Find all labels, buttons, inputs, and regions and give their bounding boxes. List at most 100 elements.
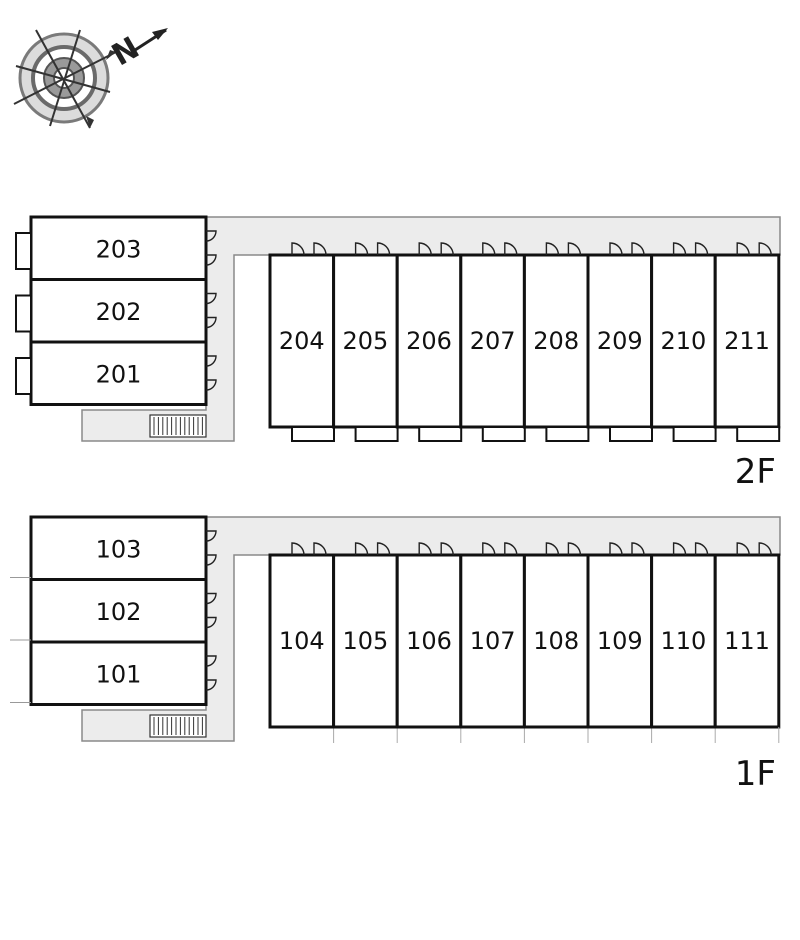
door-icon bbox=[545, 242, 560, 256]
balcony bbox=[418, 426, 463, 442]
stair-outline bbox=[149, 714, 207, 738]
unit-label-204: 204 bbox=[279, 327, 325, 355]
door-icon bbox=[482, 542, 496, 556]
door-icon bbox=[567, 242, 582, 256]
unit-label-111: 111 bbox=[724, 627, 770, 655]
door-icon bbox=[205, 679, 217, 691]
unit-label-209: 209 bbox=[597, 327, 643, 355]
door-icon bbox=[205, 592, 217, 605]
unit-label-211: 211 bbox=[724, 327, 770, 355]
unit-label-205: 205 bbox=[342, 327, 388, 355]
balcony bbox=[736, 426, 781, 442]
door-icon bbox=[482, 242, 496, 256]
staircase bbox=[149, 714, 207, 738]
door-icon bbox=[205, 254, 217, 266]
unit-210 bbox=[650, 253, 717, 429]
balcony bbox=[15, 294, 32, 333]
balcony bbox=[672, 426, 717, 442]
door-icon bbox=[205, 230, 217, 242]
unit-label-103: 103 bbox=[96, 535, 142, 563]
unit-label-109: 109 bbox=[597, 627, 643, 655]
door-icon bbox=[418, 542, 432, 556]
door-icon bbox=[440, 542, 454, 556]
door-icon bbox=[736, 542, 750, 556]
unit-label-107: 107 bbox=[470, 627, 516, 655]
door-icon bbox=[205, 530, 217, 542]
door-icon bbox=[545, 542, 560, 556]
balcony bbox=[481, 426, 526, 442]
north-label: N bbox=[106, 30, 145, 73]
door-icon bbox=[205, 616, 217, 629]
unit-label-101: 101 bbox=[96, 660, 142, 688]
compass-rose-icon bbox=[13, 29, 117, 129]
north-arrow-icon: N bbox=[106, 28, 168, 73]
unit-label-202: 202 bbox=[96, 298, 142, 326]
door-icon bbox=[736, 242, 750, 256]
unit-106 bbox=[395, 553, 463, 729]
door-icon bbox=[609, 542, 623, 556]
door-icon bbox=[504, 242, 518, 256]
unit-label-203: 203 bbox=[96, 235, 142, 263]
unit-label-108: 108 bbox=[533, 627, 579, 655]
door-icon bbox=[418, 242, 432, 256]
door-icon bbox=[313, 542, 327, 556]
door-icon bbox=[376, 242, 391, 256]
door-icon bbox=[631, 242, 645, 256]
unit-101 bbox=[29, 640, 208, 706]
door-icon bbox=[354, 542, 369, 556]
door-icon bbox=[376, 542, 391, 556]
unit-label-106: 106 bbox=[406, 627, 452, 655]
unit-208 bbox=[522, 253, 590, 429]
unit-label-201: 201 bbox=[96, 360, 142, 388]
door-icon bbox=[205, 316, 217, 329]
door-icon bbox=[631, 542, 645, 556]
balcony bbox=[545, 426, 590, 442]
door-icon bbox=[205, 355, 217, 367]
door-icon bbox=[291, 242, 305, 256]
floor-label: 1F bbox=[735, 754, 776, 794]
unit-203 bbox=[29, 215, 208, 281]
door-icon bbox=[694, 242, 709, 256]
door-icon bbox=[758, 542, 772, 556]
balcony bbox=[354, 426, 399, 442]
door-icon bbox=[567, 542, 582, 556]
door-icon bbox=[672, 242, 687, 256]
unit-label-104: 104 bbox=[279, 627, 325, 655]
unit-108 bbox=[522, 553, 590, 729]
door-icon bbox=[205, 554, 217, 566]
unit-110 bbox=[650, 553, 717, 729]
door-icon bbox=[504, 542, 518, 556]
door-icon bbox=[758, 242, 772, 256]
door-icon bbox=[291, 542, 305, 556]
unit-102 bbox=[29, 578, 208, 644]
unit-111 bbox=[713, 553, 781, 729]
unit-201 bbox=[29, 340, 208, 406]
balcony bbox=[291, 426, 335, 442]
unit-label-207: 207 bbox=[470, 327, 516, 355]
door-icon bbox=[205, 655, 217, 667]
door-icon bbox=[609, 242, 623, 256]
stair-outline bbox=[149, 414, 207, 438]
unit-label-110: 110 bbox=[660, 627, 706, 655]
unit-105 bbox=[332, 553, 399, 729]
unit-205 bbox=[332, 253, 399, 429]
floor-label: 2F bbox=[735, 452, 776, 492]
door-icon bbox=[205, 379, 217, 391]
unit-211 bbox=[713, 253, 781, 429]
staircase bbox=[149, 414, 207, 438]
unit-103 bbox=[29, 515, 208, 581]
unit-label-208: 208 bbox=[533, 327, 579, 355]
door-icon bbox=[440, 242, 454, 256]
balcony bbox=[609, 426, 653, 442]
unit-label-206: 206 bbox=[406, 327, 452, 355]
door-icon bbox=[313, 242, 327, 256]
door-icon bbox=[354, 242, 369, 256]
unit-204 bbox=[268, 253, 336, 429]
unit-107 bbox=[459, 553, 526, 729]
unit-207 bbox=[459, 253, 526, 429]
unit-label-102: 102 bbox=[96, 598, 142, 626]
unit-label-210: 210 bbox=[660, 327, 706, 355]
door-icon bbox=[672, 542, 687, 556]
